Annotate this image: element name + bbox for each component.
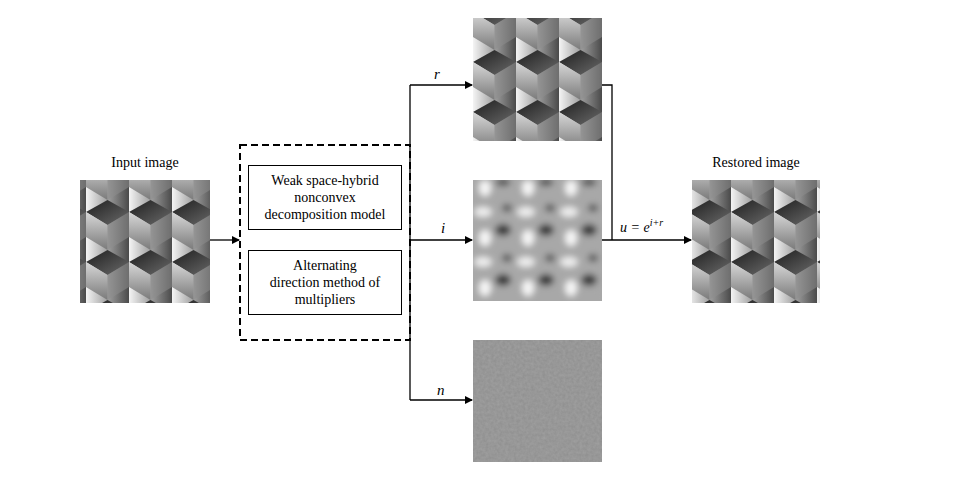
input-image [80, 180, 210, 303]
reflectance-image [473, 18, 602, 141]
r-arrow [410, 84, 472, 85]
box-text: Weak space-hybrid nonconvex decompositio… [264, 172, 386, 223]
branch-line [409, 85, 410, 400]
dashed-frame [240, 145, 410, 340]
equation-exponent: i+r [650, 217, 663, 228]
equation: u = ei+r [620, 214, 663, 236]
equation-base: u = e [620, 220, 650, 235]
component-label: r [434, 66, 440, 83]
restored-image [692, 180, 820, 303]
output-arrow [602, 239, 691, 240]
heading-text: Input image [70, 154, 220, 171]
i-arrow [410, 239, 472, 240]
noise-image [473, 340, 602, 462]
input-arrow [210, 239, 239, 240]
heading-text: Restored image [681, 154, 831, 171]
n-arrow [410, 399, 472, 400]
image-heading: Input image [70, 154, 220, 171]
image-heading: Restored image [681, 154, 831, 171]
component-label: n [437, 382, 445, 399]
illumination-image [473, 180, 602, 301]
component-label: i [441, 220, 445, 237]
box-text: Alternating direction method of multipli… [269, 257, 381, 308]
process-box: Alternating direction method of multipli… [248, 250, 402, 315]
merge-line [602, 85, 612, 240]
process-box: Weak space-hybrid nonconvex decompositio… [248, 165, 402, 230]
